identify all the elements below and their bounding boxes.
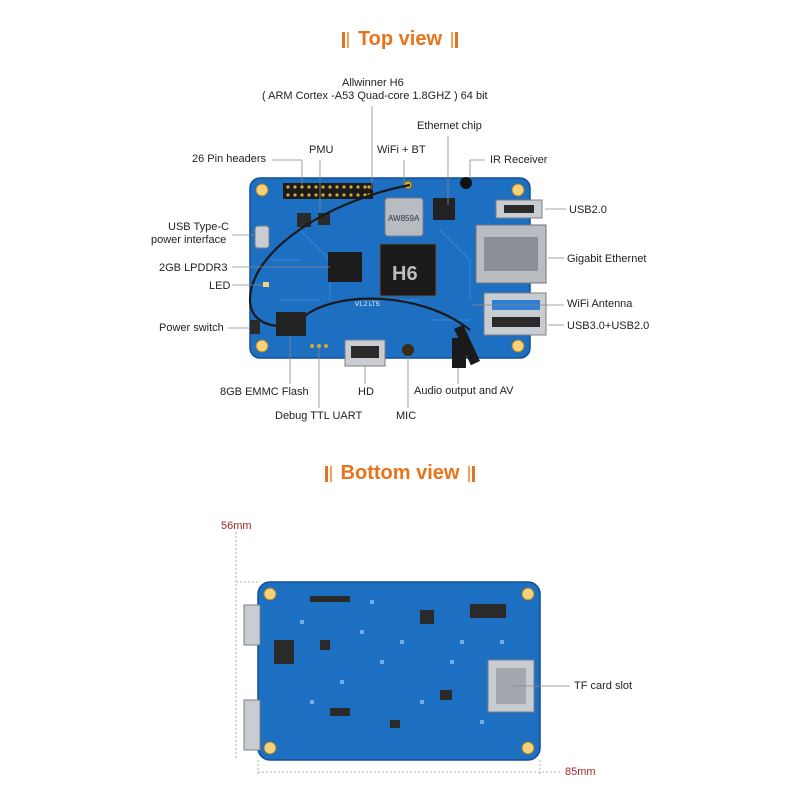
board-silkscreen: V1.2 LTS [355,302,380,308]
height-dimension-label: 56mm [221,520,252,532]
debug-uart-label: Debug TTL UART [275,410,363,422]
top-leader-lines [228,106,566,408]
top-view-heading: Top view [0,28,800,51]
emmc-label: 8GB EMMC Flash [220,386,309,398]
mic-icon [402,344,414,356]
wifi-module-icon [384,197,424,237]
ethernet-chip-label: Ethernet chip [417,120,482,132]
usb-type-c-label-line1: USB Type-C [168,221,229,233]
heading-bars-icon [467,462,476,485]
soc-h6-marking: H6 [392,263,418,285]
top-view-title: Top view [357,28,443,50]
gigabit-ethernet-label: Gigabit Ethernet [567,253,647,265]
soc-h6-chip-icon [379,243,437,297]
bottom-board [243,581,541,761]
lpddr3-chip-icon [328,252,362,282]
heading-bars-icon [450,28,459,51]
pin-headers-label: 26 Pin headers [192,153,266,165]
audio-av-label: Audio output and AV [414,385,514,397]
soc-label-line2: ( ARM Cortex -A53 Quad-core 1.8GHZ ) 64 … [262,90,488,102]
width-dimension-label: 85mm [565,766,596,778]
power-switch-label: Power switch [159,322,224,334]
pmu-label: PMU [309,144,334,156]
ir-receiver-icon [460,177,472,189]
heading-bars-icon [324,462,333,485]
tf-card-slot-label: TF card slot [574,680,633,692]
mic-label: MIC [396,410,417,422]
dimension-lines [235,532,560,776]
soc-label-line1: Allwinner H6 [342,77,404,89]
wifi-module-marking: AW859A [388,214,420,223]
usb3-usb2-label: USB3.0+USB2.0 [567,320,650,332]
led-icon [263,282,269,287]
pmu-chip-icon [297,213,311,227]
led-label: LED [209,280,231,292]
usb2-label: USB2.0 [569,204,607,216]
top-board: H6 AW859A [248,177,547,368]
wifi-antenna-wire [248,183,471,331]
bottom-view-heading: Bottom view [0,462,800,485]
audio-jack-icon [452,338,466,368]
usb-type-c-icon [254,225,270,249]
ethernet-chip-icon [433,198,455,220]
usb3-usb2-port-icon [483,292,547,336]
usb-type-c-label-line2: power interface [151,234,227,246]
wifi-bt-label: WiFi + BT [377,144,426,156]
ir-receiver-label: IR Receiver [490,154,548,166]
hd-label: HD [358,386,374,398]
bottom-view-title: Bottom view [340,462,460,484]
wifi-antenna-label: WiFi Antenna [567,298,633,310]
power-switch-icon [250,320,260,334]
lpddr3-label: 2GB LPDDR3 [159,262,228,274]
emmc-chip-icon [276,312,306,336]
heading-bars-icon [341,28,350,51]
pin-header-icon [283,183,373,199]
